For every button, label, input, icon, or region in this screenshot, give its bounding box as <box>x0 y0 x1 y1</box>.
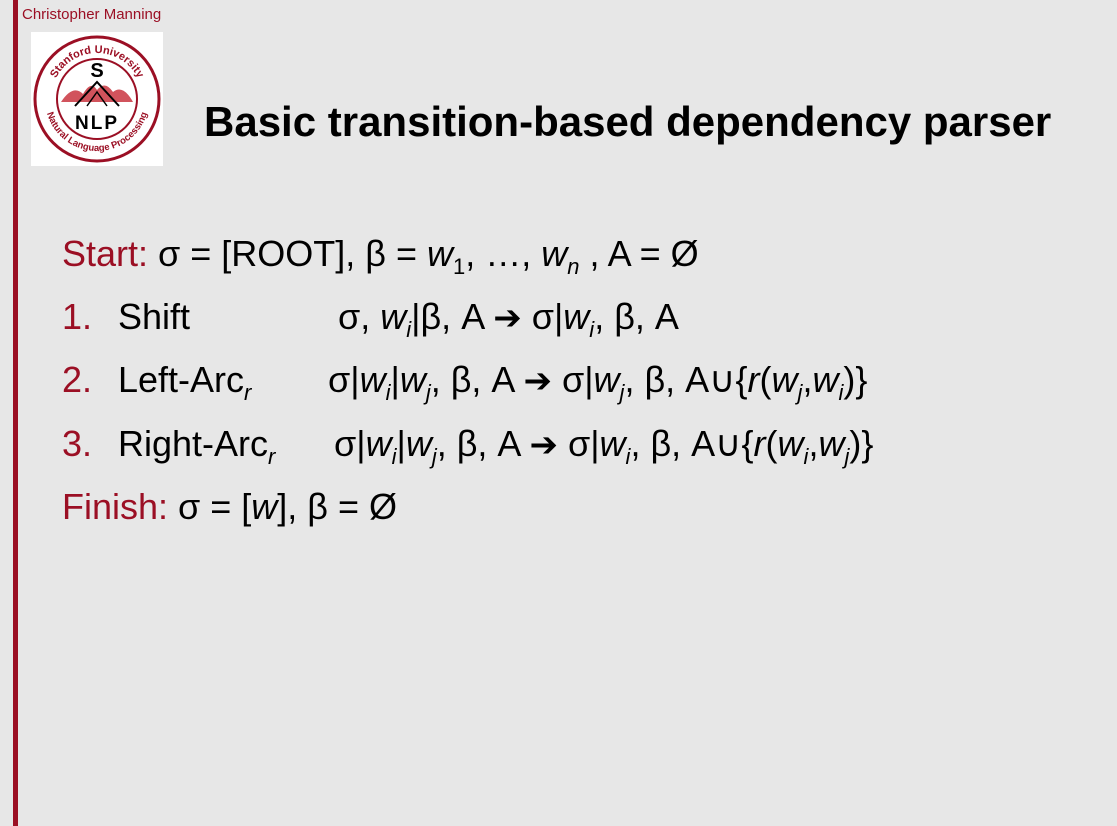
rule-left-arc: 2. Left-Arcr σ|wi|wj, β, A ➔ σ|wj, β, A∪{… <box>62 358 867 405</box>
start-ellipsis: , …, <box>465 233 542 274</box>
rule-shift: 1. Shift σ, wi|β, A ➔ σ|wi, β, A <box>62 295 679 341</box>
svg-text:S: S <box>90 60 103 82</box>
shift-expression: σ, wi|β, A ➔ σ|wi, β, A <box>338 296 679 342</box>
logo-graphic: Stanford University Natural Language Pro… <box>33 35 161 163</box>
finish-expr-prefix: σ = [ <box>168 486 252 527</box>
rule-number: 3. <box>62 423 93 464</box>
rule-number: 2. <box>62 359 93 400</box>
stanford-nlp-logo: Stanford University Natural Language Pro… <box>31 32 163 166</box>
finish-expr-suffix: ], β = Ø <box>277 486 398 527</box>
start-line: Start: σ = [ROOT], β = w1, …, wn , A = Ø <box>62 232 699 279</box>
finish-w: w <box>251 486 278 527</box>
start-label: Start: <box>62 233 149 274</box>
svg-text:NLP: NLP <box>75 113 119 134</box>
right-arrow-icon: ➔ <box>529 426 558 464</box>
slide-title: Basic transition-based dependency parser <box>204 98 1052 145</box>
start-expr-prefix: σ = [ROOT], β = <box>158 233 428 274</box>
right-arrow-icon: ➔ <box>523 362 552 400</box>
right-arc-expression: σ|wi|wj, β, A ➔ σ|wi, β, A∪{r(wi,wj)} <box>334 423 874 469</box>
start-suffix: , A = Ø <box>579 233 699 274</box>
rule-name: Right-Arcr <box>118 423 276 469</box>
rule-right-arc: 3. Right-Arcr σ|wi|wj, β, A ➔ σ|wi, β, A∪… <box>62 422 873 469</box>
rule-name: Left-Arcr <box>118 359 252 405</box>
start-w1: w <box>427 233 454 274</box>
left-arc-expression: σ|wi|wj, β, A ➔ σ|wj, β, A∪{r(wj,wi)} <box>328 359 868 405</box>
start-subn: n <box>567 254 580 279</box>
left-accent-bar <box>13 0 18 826</box>
start-sub1: 1 <box>453 254 466 279</box>
right-arrow-icon: ➔ <box>493 299 522 337</box>
finish-line: Finish: σ = [w], β = Ø <box>62 485 397 529</box>
rule-name: Shift <box>118 296 191 337</box>
author-name: Christopher Manning <box>22 6 162 23</box>
finish-label: Finish: <box>62 486 169 527</box>
rule-number: 1. <box>62 296 93 337</box>
start-wn: w <box>541 233 568 274</box>
